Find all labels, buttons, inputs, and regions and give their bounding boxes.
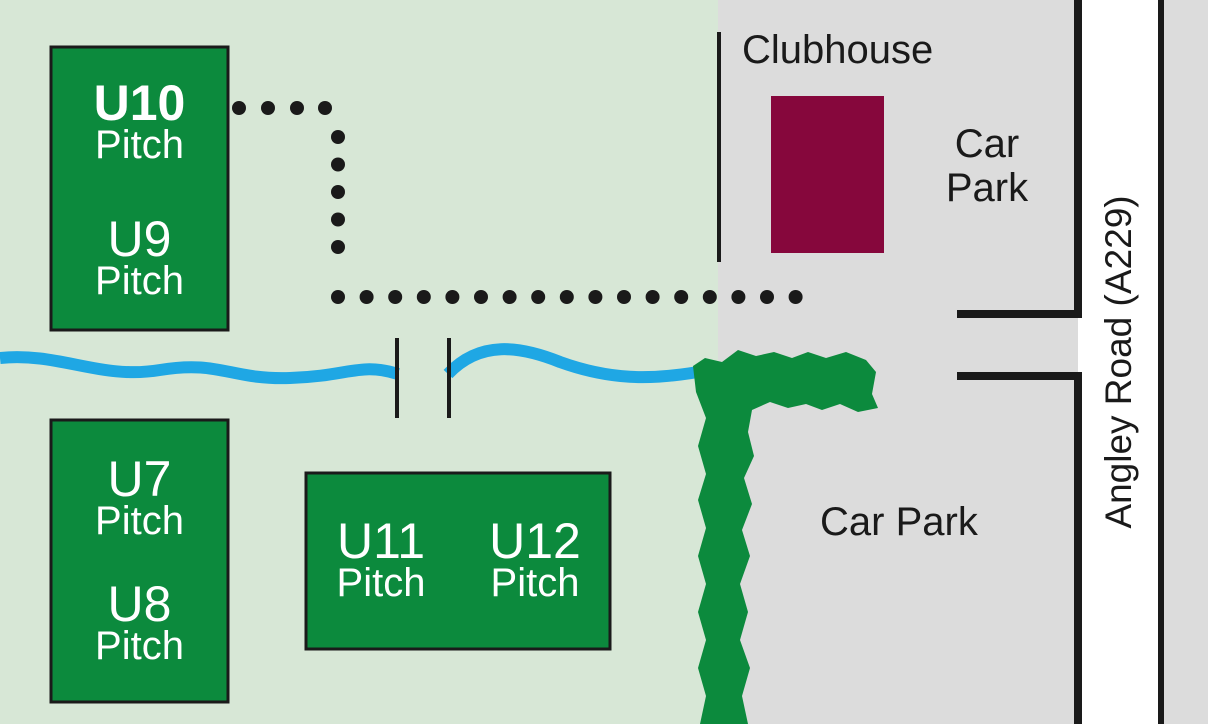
pitch-u12-sub: Pitch — [490, 561, 580, 605]
car-park-wall-upper — [957, 0, 1082, 318]
pitch-u7-label: U7 Pitch — [62, 454, 217, 543]
footpath-dot — [760, 290, 774, 304]
car-park-wall-lower — [957, 372, 1082, 724]
footpath-dot — [290, 101, 304, 115]
clubhouse-building — [771, 96, 884, 253]
footpath-dot — [331, 212, 345, 227]
pitch-u10-label: U10 Pitch — [62, 78, 217, 167]
footpath-dot — [645, 290, 660, 304]
river-left — [0, 351, 400, 385]
footpath-dot — [359, 290, 374, 304]
footpath-dot — [474, 290, 488, 304]
pitch-u7-sub: Pitch — [95, 499, 184, 543]
footpath-dot — [588, 290, 603, 304]
footpath-dot — [445, 290, 460, 304]
road-label: Angley Road (A229) — [1098, 195, 1139, 529]
pitch-u9-label: U9 Pitch — [62, 214, 217, 303]
pitch-u8-name: U8 — [107, 576, 172, 632]
car-park-top-line2: Park — [945, 166, 1029, 210]
footpath-dot — [559, 290, 574, 304]
pitch-u10-u9 — [49, 45, 230, 332]
pitch-u11-u12 — [304, 471, 612, 651]
pitch-u11-label: U11 Pitch — [318, 516, 444, 605]
footpath-dot — [331, 185, 345, 199]
footpath-dot — [674, 290, 689, 304]
footpath-dot — [788, 290, 803, 304]
angley-road — [1078, 0, 1164, 724]
pitch-u10-sub: Pitch — [95, 123, 184, 167]
clubhouse-label: Clubhouse — [742, 28, 934, 72]
pitch-u9-name: U9 — [107, 211, 172, 267]
pitch-u7-name: U7 — [107, 451, 172, 507]
footpath-dot — [531, 290, 546, 304]
footpath-dot — [502, 290, 517, 304]
pitch-u8-label: U8 Pitch — [62, 579, 217, 668]
footpath-dot — [731, 290, 746, 304]
footpath-dot — [702, 290, 717, 304]
river-right — [443, 343, 699, 384]
footpath-dot — [617, 290, 631, 304]
footpath — [232, 101, 803, 304]
footpath-dot — [232, 101, 246, 115]
car-park-top-label: Car Park — [935, 122, 1039, 210]
pitch-u12-label: U12 Pitch — [472, 516, 598, 605]
pitch-u11-name: U11 — [336, 513, 425, 569]
footpath-dot — [331, 290, 345, 304]
footpath-dot — [331, 130, 345, 144]
car-park-bottom-label: Car Park — [820, 500, 978, 544]
pitch-u9-sub: Pitch — [95, 259, 184, 303]
footpath-dot — [331, 240, 345, 254]
footpath-dot — [416, 290, 431, 304]
car-park-top-line1: Car — [954, 122, 1020, 166]
pitch-u7-u8 — [49, 418, 230, 704]
pitch-u11-sub: Pitch — [336, 561, 426, 605]
footpath-dot — [331, 157, 345, 172]
pitch-u8-sub: Pitch — [95, 624, 184, 668]
footpath-dot — [318, 101, 332, 115]
hedge — [693, 350, 878, 724]
pitch-u10-name: U10 — [93, 75, 186, 131]
footpath-dot — [388, 290, 403, 304]
footpath-dot — [261, 101, 275, 115]
pitch-u12-name: U12 — [489, 513, 581, 569]
